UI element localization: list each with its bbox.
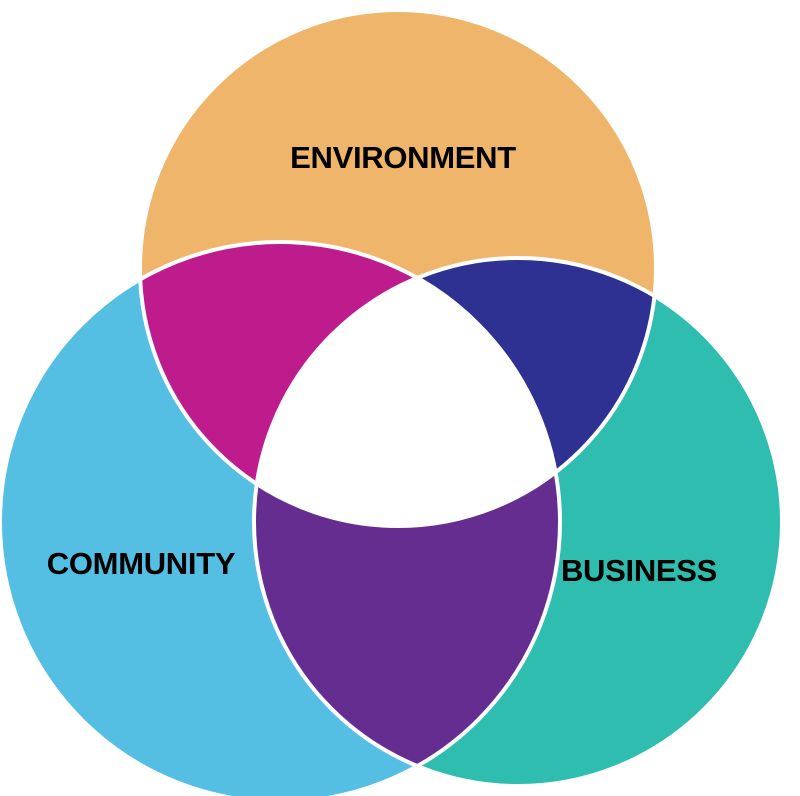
business-label: BUSINESS bbox=[561, 553, 717, 588]
community-label: COMMUNITY bbox=[47, 546, 236, 581]
circle-outlines bbox=[0, 8, 784, 796]
environment-label: ENVIRONMENT bbox=[290, 140, 516, 175]
